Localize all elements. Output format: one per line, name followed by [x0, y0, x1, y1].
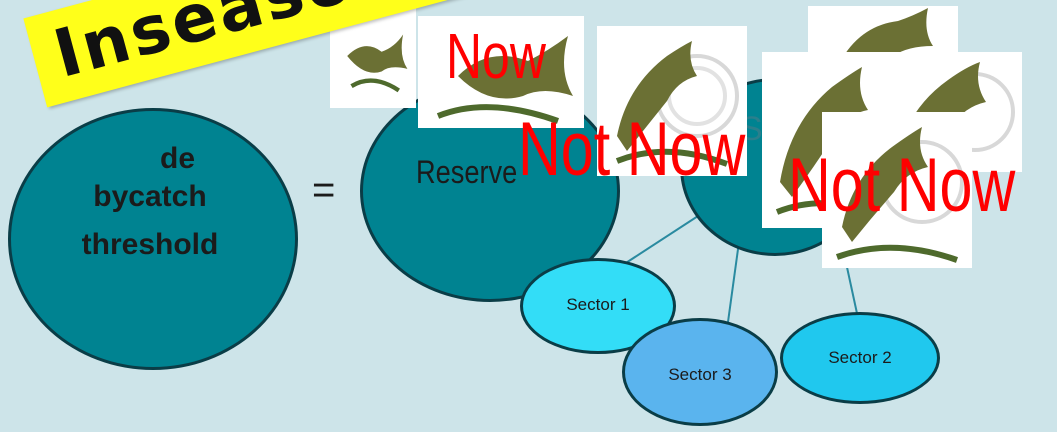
threshold-ellipse — [8, 108, 298, 370]
threshold-label-line1: de — [160, 142, 196, 175]
fish-image-7 — [822, 112, 972, 268]
equals-sign: = — [312, 168, 336, 212]
sector-3-label: Sector 3 — [668, 365, 732, 384]
threshold-label-line3: threshold — [81, 228, 219, 261]
reserve-label: Reserve — [416, 154, 518, 190]
not-now-label-1: Not Now — [518, 107, 746, 192]
sector-2-label: Sector 2 — [828, 348, 892, 367]
threshold-label-line2: bycatch — [93, 180, 207, 213]
sector-1-label: Sector 1 — [566, 295, 630, 314]
line-sector2 — [844, 257, 859, 319]
fish-image-3 — [597, 26, 747, 176]
fish-image-2 — [418, 16, 584, 128]
sector-2-ellipse — [780, 312, 940, 404]
sector-3-ellipse — [622, 318, 778, 426]
not-now-label-2: Not Now — [788, 143, 1016, 228]
not-now-label-small: Now — [446, 20, 546, 92]
